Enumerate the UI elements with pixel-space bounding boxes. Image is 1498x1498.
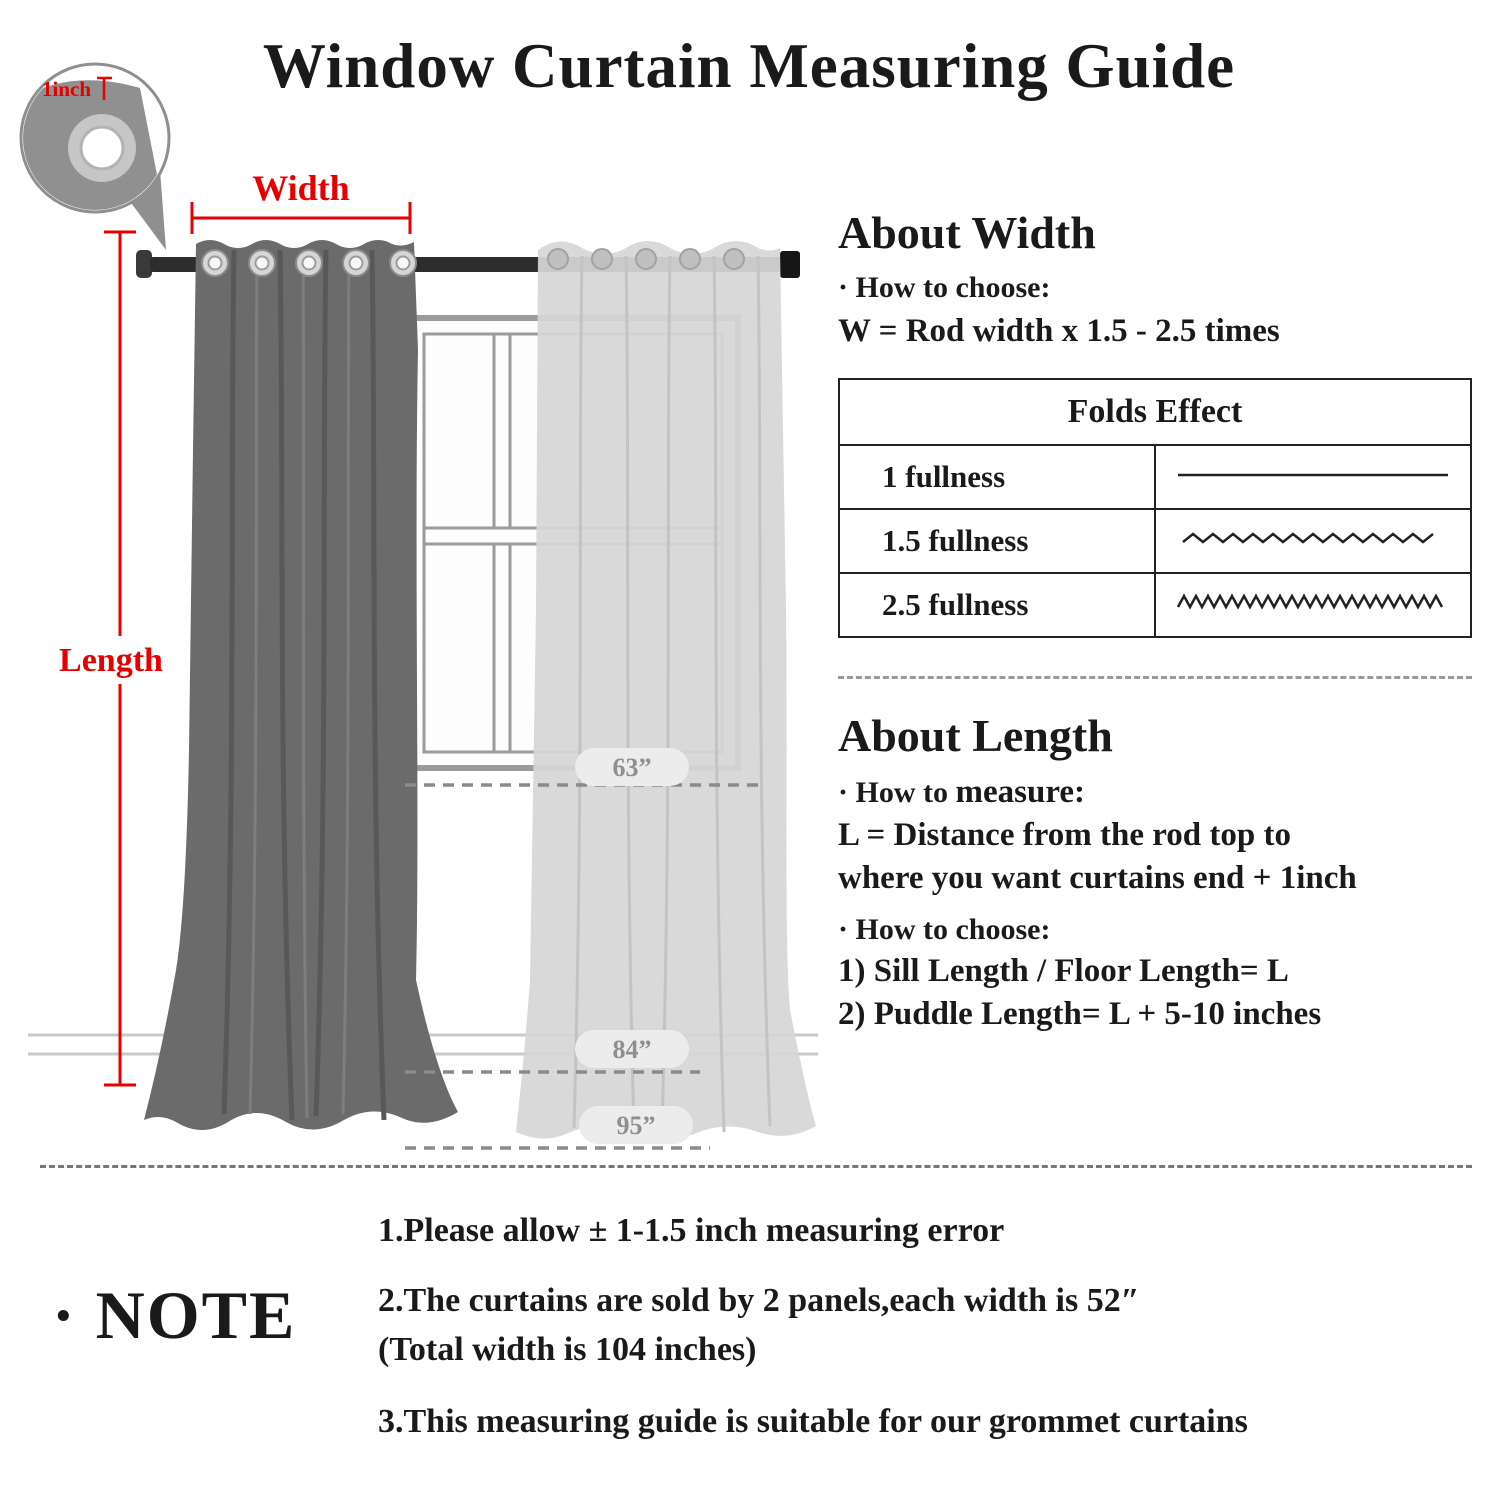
front-curtain-panel	[144, 240, 458, 1130]
dense-zigzag-icon	[1176, 592, 1444, 610]
page-title: Window Curtain Measuring Guide	[262, 31, 1236, 101]
loose-zigzag-icon	[1182, 531, 1434, 544]
fullness-1-5-label: 1.5 fullness	[838, 508, 1156, 574]
length-label: Length	[59, 642, 163, 679]
instructions-panel: About Width · How to choose: W = Rod wid…	[838, 206, 1472, 1039]
mark-95-label: 95”	[617, 1111, 656, 1140]
length-mark-lines	[405, 783, 758, 1150]
width-measurement	[190, 202, 412, 234]
mark-63-label: 63”	[613, 753, 652, 782]
magnifier-callout-icon	[19, 62, 171, 250]
length-mark-badges: 63” 84” 95”	[575, 748, 693, 1144]
note-item-1: 1.Please allow ± 1-1.5 inch measuring er…	[378, 1212, 1005, 1249]
width-formula: W = Rod width x 1.5 - 2.5 times	[838, 313, 1280, 349]
table-row: 1 fullness	[838, 444, 1472, 510]
bottom-divider	[40, 1165, 1472, 1168]
length-how-to-measure: · How to measure:	[838, 774, 1086, 810]
length-formula-line1: L = Distance from the rod top to	[838, 817, 1291, 853]
width-how-to-choose: · How to choose:	[838, 271, 1051, 304]
section-divider	[838, 676, 1472, 679]
note-item-3: 3.This measuring guide is suitable for o…	[378, 1402, 1248, 1440]
length-option-2: 2) Puddle Length= L + 5-10 inches	[838, 996, 1322, 1032]
length-label-backing	[50, 636, 172, 684]
length-option-1: 1) Sill Length / Floor Length= L	[838, 953, 1289, 989]
about-length-heading: About Length	[838, 710, 1113, 761]
measure-word: measure:	[955, 774, 1086, 810]
straight-line-icon	[1178, 473, 1448, 476]
length-how-to-choose: · How to choose:	[838, 913, 1051, 946]
back-curtain-panel	[516, 241, 816, 1141]
note-heading: · NOTE	[52, 1277, 297, 1353]
folds-effect-table: Folds Effect 1 fullness 1.5 fullness	[838, 378, 1472, 638]
about-width-heading: About Width	[838, 207, 1096, 258]
one-inch-label: 1inch	[42, 77, 91, 101]
curtain-measuring-illustration: 63” 84” 95” Width Length 1inch	[19, 62, 818, 1150]
note-list: 1.Please allow ± 1-1.5 inch measuring er…	[378, 1212, 1476, 1441]
table-row: 1.5 fullness	[838, 508, 1472, 574]
mark-84-label: 84”	[613, 1035, 652, 1064]
about-length-section: About Length · How to measure: L = Dista…	[838, 709, 1472, 1033]
back-curtain-grommet-icons	[547, 248, 745, 270]
front-curtain-grommet-icons	[201, 249, 417, 277]
fullness-1-label: 1 fullness	[838, 444, 1156, 510]
table-row: 2.5 fullness	[838, 572, 1472, 638]
width-label: Width	[252, 168, 349, 208]
fullness-2-5-label: 2.5 fullness	[838, 572, 1156, 638]
note-item-2: 2.The curtains are sold by 2 panels,each…	[378, 1282, 1140, 1369]
folds-table-header: Folds Effect	[838, 378, 1472, 446]
length-formula-line2: where you want curtains end + 1inch	[838, 860, 1357, 896]
